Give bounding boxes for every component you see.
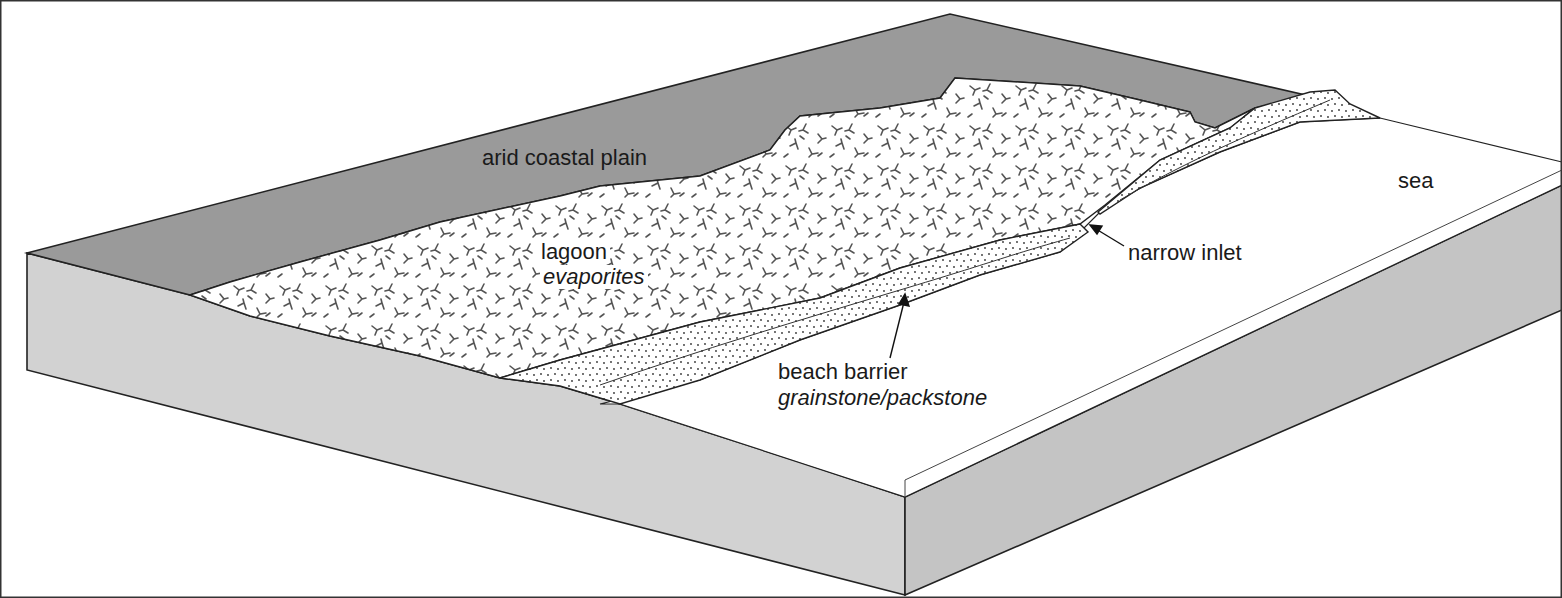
lithology-label: evaporites <box>540 265 648 289</box>
lithology-label: grainstone/packstone <box>775 386 990 410</box>
barrier-bedding <box>600 100 1330 385</box>
region-label: sea <box>1395 169 1436 193</box>
region-label: lagoon <box>538 240 610 264</box>
callout-label: beach barrier <box>775 360 911 384</box>
callout-label: narrow inlet <box>1125 241 1245 265</box>
water-line <box>905 480 906 497</box>
region-label: arid coastal plain <box>479 146 650 170</box>
beach-barrier <box>500 224 1088 404</box>
leader-arrow <box>890 225 1124 358</box>
beach-barrier <box>1098 90 1380 214</box>
